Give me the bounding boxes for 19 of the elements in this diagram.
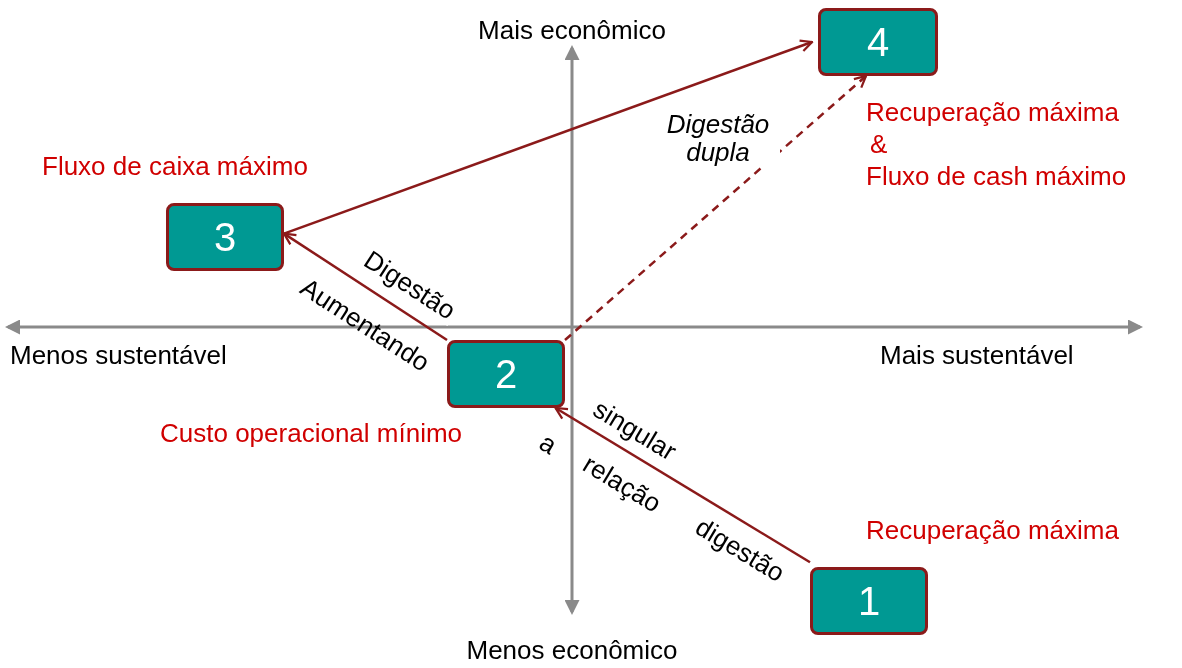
node-label: Recuperação máxima — [866, 97, 1120, 128]
arrow — [282, 232, 448, 342]
node-label: Recuperação máxima — [866, 515, 1120, 546]
numbered-box: 2 — [447, 340, 565, 408]
node-label: Fluxo de caixa máximo — [42, 151, 309, 182]
node-label: Fluxo de cash máximo — [866, 161, 1128, 192]
node-label: Custo operacional mínimo — [160, 418, 464, 449]
axis-label: Menos sustentável — [10, 340, 227, 371]
arrow — [283, 39, 814, 235]
axis-label: Mais econômico — [478, 14, 666, 46]
annotation-text: a — [533, 427, 563, 461]
arrow — [564, 74, 868, 341]
axis-label: Menos econômico — [466, 634, 678, 666]
numbered-box: 3 — [166, 203, 284, 271]
arrow — [554, 406, 811, 564]
numbered-box: 4 — [818, 8, 938, 76]
axis-label: Mais sustentável — [880, 340, 1074, 371]
numbered-box: 1 — [810, 567, 928, 635]
node-label: & — [870, 129, 889, 160]
